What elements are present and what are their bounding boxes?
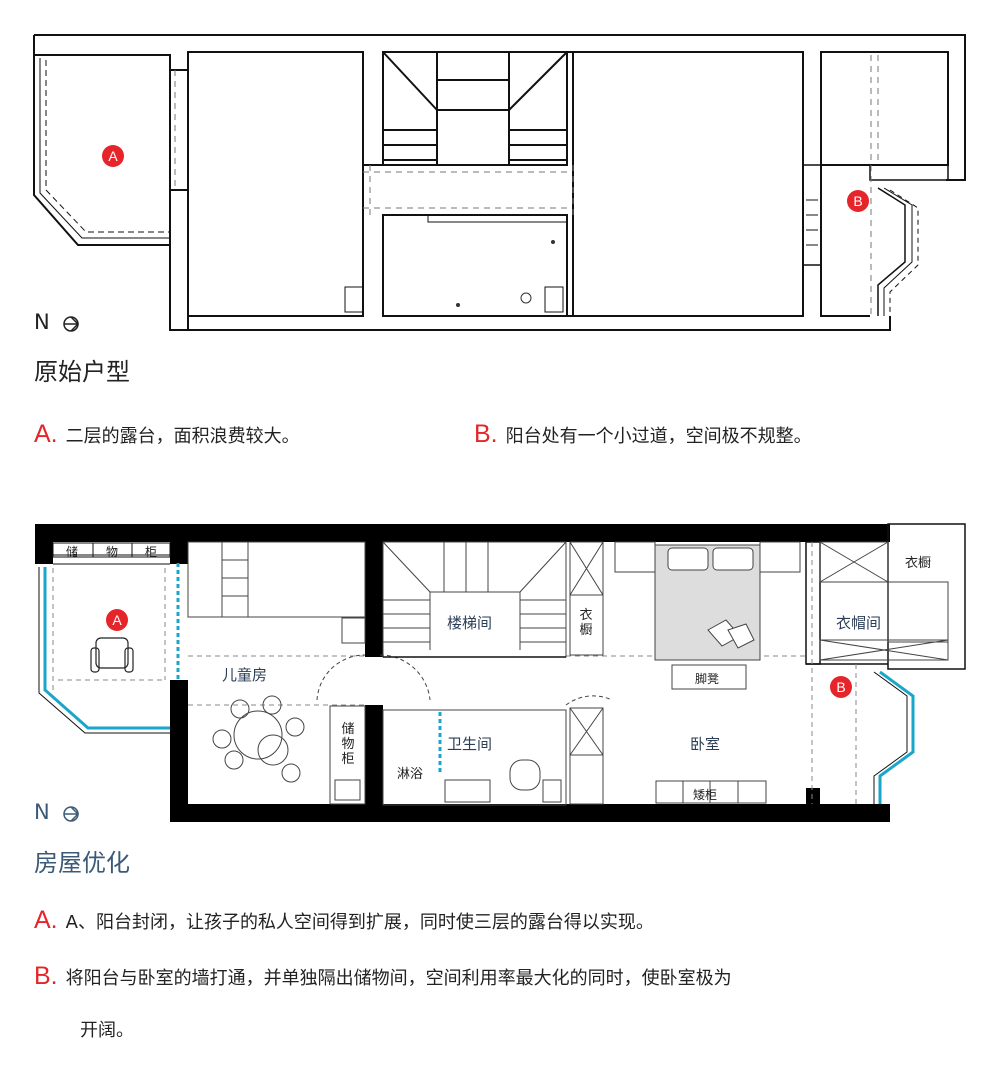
storage-top-1: 储 (66, 545, 79, 559)
marker-b-plan2-label: B (836, 679, 845, 695)
window-lines-plan2 (43, 563, 915, 804)
walls-plan2 (35, 524, 890, 822)
room-storage-vertical: 储物柜 (341, 722, 355, 767)
note1-b-text: 阳台处有一个小过道，空间极不规整。 (505, 426, 812, 447)
room-low-cabinet: 矮柜 (693, 788, 718, 802)
armchair-icon (90, 637, 134, 673)
room-cloakroom: 衣帽间 (836, 614, 882, 632)
marker-a-plan1 (102, 145, 124, 167)
plan1-title: 原始户型 (34, 358, 130, 386)
note1-a-letter: A. (34, 420, 58, 448)
note2-b-text-line2: 开阔。 (80, 1020, 134, 1041)
storage-top-2: 物 (106, 545, 119, 559)
room-bathroom: 卫生间 (447, 735, 493, 753)
room-wardrobe-vertical: 衣橱 (579, 608, 593, 638)
marker-a-plan2 (106, 609, 128, 631)
north-label-plan2: N (34, 800, 50, 824)
north-label-plan1: N (34, 310, 50, 334)
note2-a: A. A、阳台封闭，让孩子的私人空间得到扩展，同时使三层的露台得以实现。 (34, 906, 654, 935)
note2-b-text: 将阳台与卧室的墙打通，并单独隔出储物间，空间利用率最大化的同时，使卧室极为 (65, 968, 732, 989)
note2-a-letter: A. (34, 906, 58, 934)
room-stairs: 楼梯间 (447, 614, 493, 632)
room-bedroom: 卧室 (690, 735, 721, 753)
room-children: 儿童房 (222, 666, 268, 684)
storage-top-3: 柜 (145, 545, 158, 559)
note2-b: B. 将阳台与卧室的墙打通，并单独隔出储物间，空间利用率最大化的同时，使卧室极为 (34, 962, 732, 991)
marker-b-plan1 (847, 190, 869, 212)
marker-b-plan2 (830, 676, 852, 698)
note2-a-text: A、阳台封闭，让孩子的私人空间得到扩展，同时使三层的露台得以实现。 (65, 912, 654, 933)
north-icon-plan2 (63, 806, 80, 822)
room-shower: 淋浴 (397, 767, 424, 782)
room-wardrobe-top: 衣橱 (905, 556, 932, 571)
plan2-title: 房屋优化 (34, 849, 130, 877)
note1-a: A. 二层的露台，面积浪费较大。 (34, 420, 300, 449)
note1-a-text: 二层的露台，面积浪费较大。 (65, 426, 300, 447)
note1-b: B. 阳台处有一个小过道，空间极不规整。 (474, 420, 812, 449)
note1-b-letter: B. (474, 420, 498, 448)
room-footstool: 脚凳 (695, 672, 720, 686)
north-icon-plan1 (63, 316, 80, 332)
note2-b-letter: B. (34, 962, 58, 990)
marker-b-plan1-label: B (853, 193, 862, 209)
marker-a-plan2-label: A (112, 612, 122, 628)
marker-a-plan1-label: A (108, 148, 118, 164)
